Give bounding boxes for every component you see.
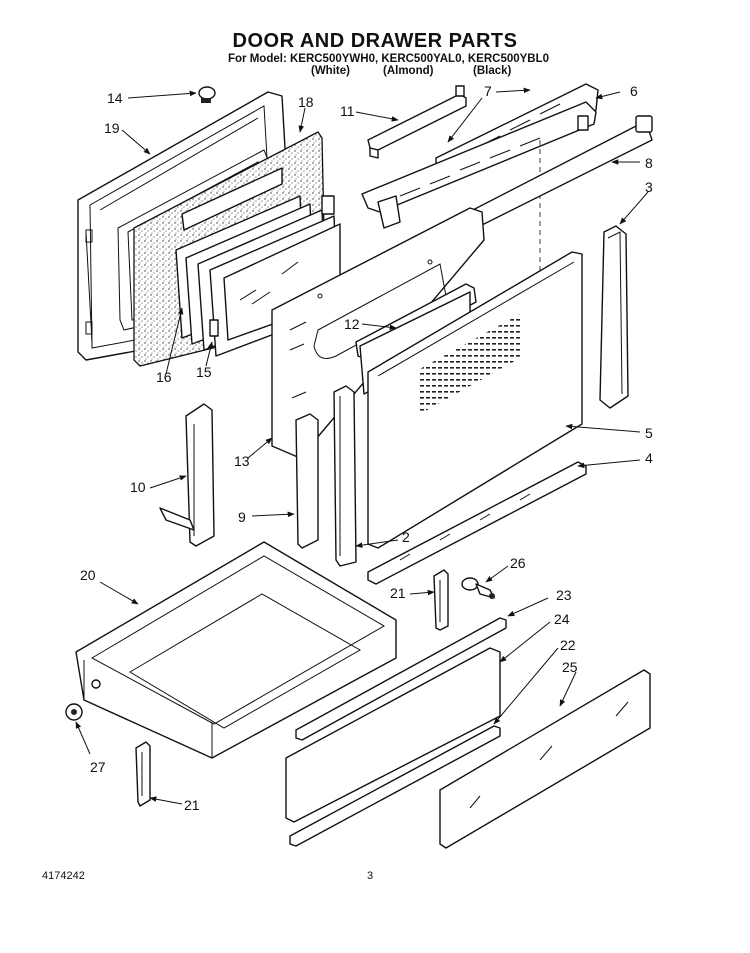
callout-labels: 14 19 18 11 7 6 8 3 12 5 4 16 15 13 10 9… <box>80 83 653 813</box>
callout-21-upper: 21 <box>390 585 406 601</box>
model-line: For Model: KERC500YWH0, KERC500YAL0, KER… <box>228 53 550 65</box>
callout-27: 27 <box>90 759 106 775</box>
callout-21-lower: 21 <box>184 797 200 813</box>
callout-2: 2 <box>402 529 410 545</box>
callout-20: 20 <box>80 567 96 583</box>
door-handle <box>377 115 653 247</box>
document-number: 4174242 <box>42 870 85 882</box>
callout-25: 25 <box>562 659 578 675</box>
callout-23: 23 <box>556 587 572 603</box>
callout-24: 24 <box>554 611 570 627</box>
drawer-glass <box>439 669 651 849</box>
leader-lines <box>75 87 649 805</box>
callout-26: 26 <box>510 555 526 571</box>
callout-7: 7 <box>484 83 492 99</box>
callout-8: 8 <box>645 155 653 171</box>
callout-19: 19 <box>104 120 120 136</box>
variant-white: (White) <box>311 65 350 77</box>
callout-16: 16 <box>156 369 172 385</box>
drawer-slide-lower <box>135 741 151 807</box>
callout-18: 18 <box>298 94 314 110</box>
page-title: DOOR AND DRAWER PARTS <box>232 30 518 52</box>
callout-22: 22 <box>560 637 576 653</box>
callout-6: 6 <box>630 83 638 99</box>
page-number: 3 <box>367 870 374 882</box>
callout-5: 5 <box>645 425 653 441</box>
callout-9: 9 <box>238 509 246 525</box>
drawer-roller <box>461 577 495 599</box>
callout-12: 12 <box>344 316 360 332</box>
door-screw <box>198 86 216 103</box>
callout-10: 10 <box>130 479 146 495</box>
callout-3: 3 <box>645 179 653 195</box>
door-bottom-trim <box>367 461 587 585</box>
callout-15: 15 <box>196 364 212 380</box>
door-side-trims <box>295 385 357 567</box>
drawer-slide-upper <box>433 569 449 631</box>
callout-13: 13 <box>234 453 250 469</box>
drawer-trims <box>289 617 507 847</box>
callout-14: 14 <box>107 90 123 106</box>
side-trim-right <box>599 225 629 409</box>
top-vent-trim <box>361 83 599 213</box>
drawer-body <box>75 541 397 759</box>
door-hinge <box>159 403 215 547</box>
variant-almond: (Almond) <box>383 65 434 77</box>
callout-11: 11 <box>340 103 355 119</box>
callout-4: 4 <box>645 450 653 466</box>
variant-black: (Black) <box>473 65 512 77</box>
drawer-front-panel <box>285 647 501 823</box>
hinge-bracket <box>367 85 467 159</box>
drawer-knob <box>65 703 83 721</box>
